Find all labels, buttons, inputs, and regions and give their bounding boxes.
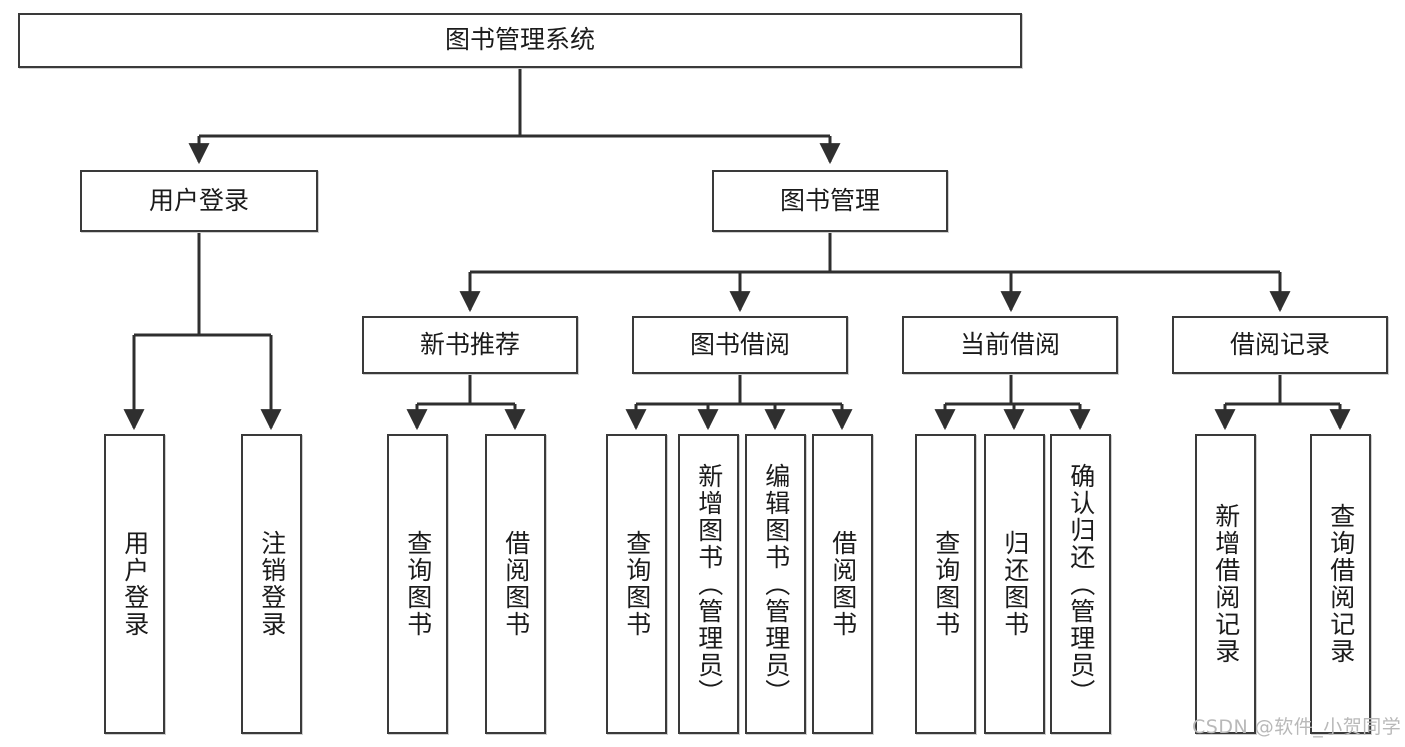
- node-root-system[interactable]: 图书管理系统: [18, 13, 1022, 68]
- leaf-book-borrow-query[interactable]: 查询图书: [606, 434, 667, 734]
- leaf-book-borrow-edit[interactable]: 编辑图书（管理员）: [745, 434, 806, 734]
- node-label: 图书管理系统: [444, 25, 595, 55]
- leaf-user-login-login[interactable]: 用户登录: [104, 434, 165, 734]
- leaf-current-borrow-return[interactable]: 归还图书: [984, 434, 1045, 734]
- node-label: 查询借阅记录: [1326, 503, 1356, 665]
- node-borrow-record[interactable]: 借阅记录: [1172, 316, 1388, 374]
- leaf-current-borrow-query[interactable]: 查询图书: [915, 434, 976, 734]
- node-label: 注销登录: [257, 530, 287, 638]
- leaf-book-borrow-add[interactable]: 新增图书（管理员）: [678, 434, 739, 734]
- node-book-borrow[interactable]: 图书借阅: [632, 316, 848, 374]
- leaf-book-borrow-borrow[interactable]: 借阅图书: [812, 434, 873, 734]
- node-label: 查询图书: [403, 530, 433, 638]
- node-book-management[interactable]: 图书管理: [712, 170, 948, 232]
- node-label: 用户登录: [148, 185, 249, 215]
- node-user-login[interactable]: 用户登录: [80, 170, 318, 232]
- node-label: 借阅图书: [828, 530, 858, 638]
- node-label: 归还图书: [1000, 530, 1030, 638]
- node-label: 新增图书（管理员）: [694, 462, 724, 706]
- node-label: 当前借阅: [959, 329, 1060, 359]
- leaf-new-book-borrow[interactable]: 借阅图书: [485, 434, 546, 734]
- leaf-borrow-record-query[interactable]: 查询借阅记录: [1310, 434, 1371, 734]
- node-new-book-recommend[interactable]: 新书推荐: [362, 316, 578, 374]
- node-label: 借阅图书: [501, 530, 531, 638]
- leaf-new-book-query[interactable]: 查询图书: [387, 434, 448, 734]
- node-label: 用户登录: [120, 530, 150, 638]
- node-label: 借阅记录: [1229, 329, 1330, 359]
- leaf-user-login-logout[interactable]: 注销登录: [241, 434, 302, 734]
- leaf-current-borrow-confirm-return[interactable]: 确认归还（管理员）: [1050, 434, 1111, 734]
- leaf-borrow-record-add[interactable]: 新增借阅记录: [1195, 434, 1256, 734]
- node-label: 图书借阅: [689, 329, 790, 359]
- node-label: 新增借阅记录: [1211, 503, 1241, 665]
- node-label: 查询图书: [931, 530, 961, 638]
- csdn-watermark: CSDN @软件_小贺同学: [1192, 716, 1402, 738]
- node-label: 图书管理: [779, 185, 880, 215]
- node-label: 编辑图书（管理员）: [761, 462, 791, 706]
- node-label: 新书推荐: [419, 329, 520, 359]
- node-current-borrow[interactable]: 当前借阅: [902, 316, 1118, 374]
- node-label: 确认归还（管理员）: [1066, 462, 1096, 706]
- node-label: 查询图书: [622, 530, 652, 638]
